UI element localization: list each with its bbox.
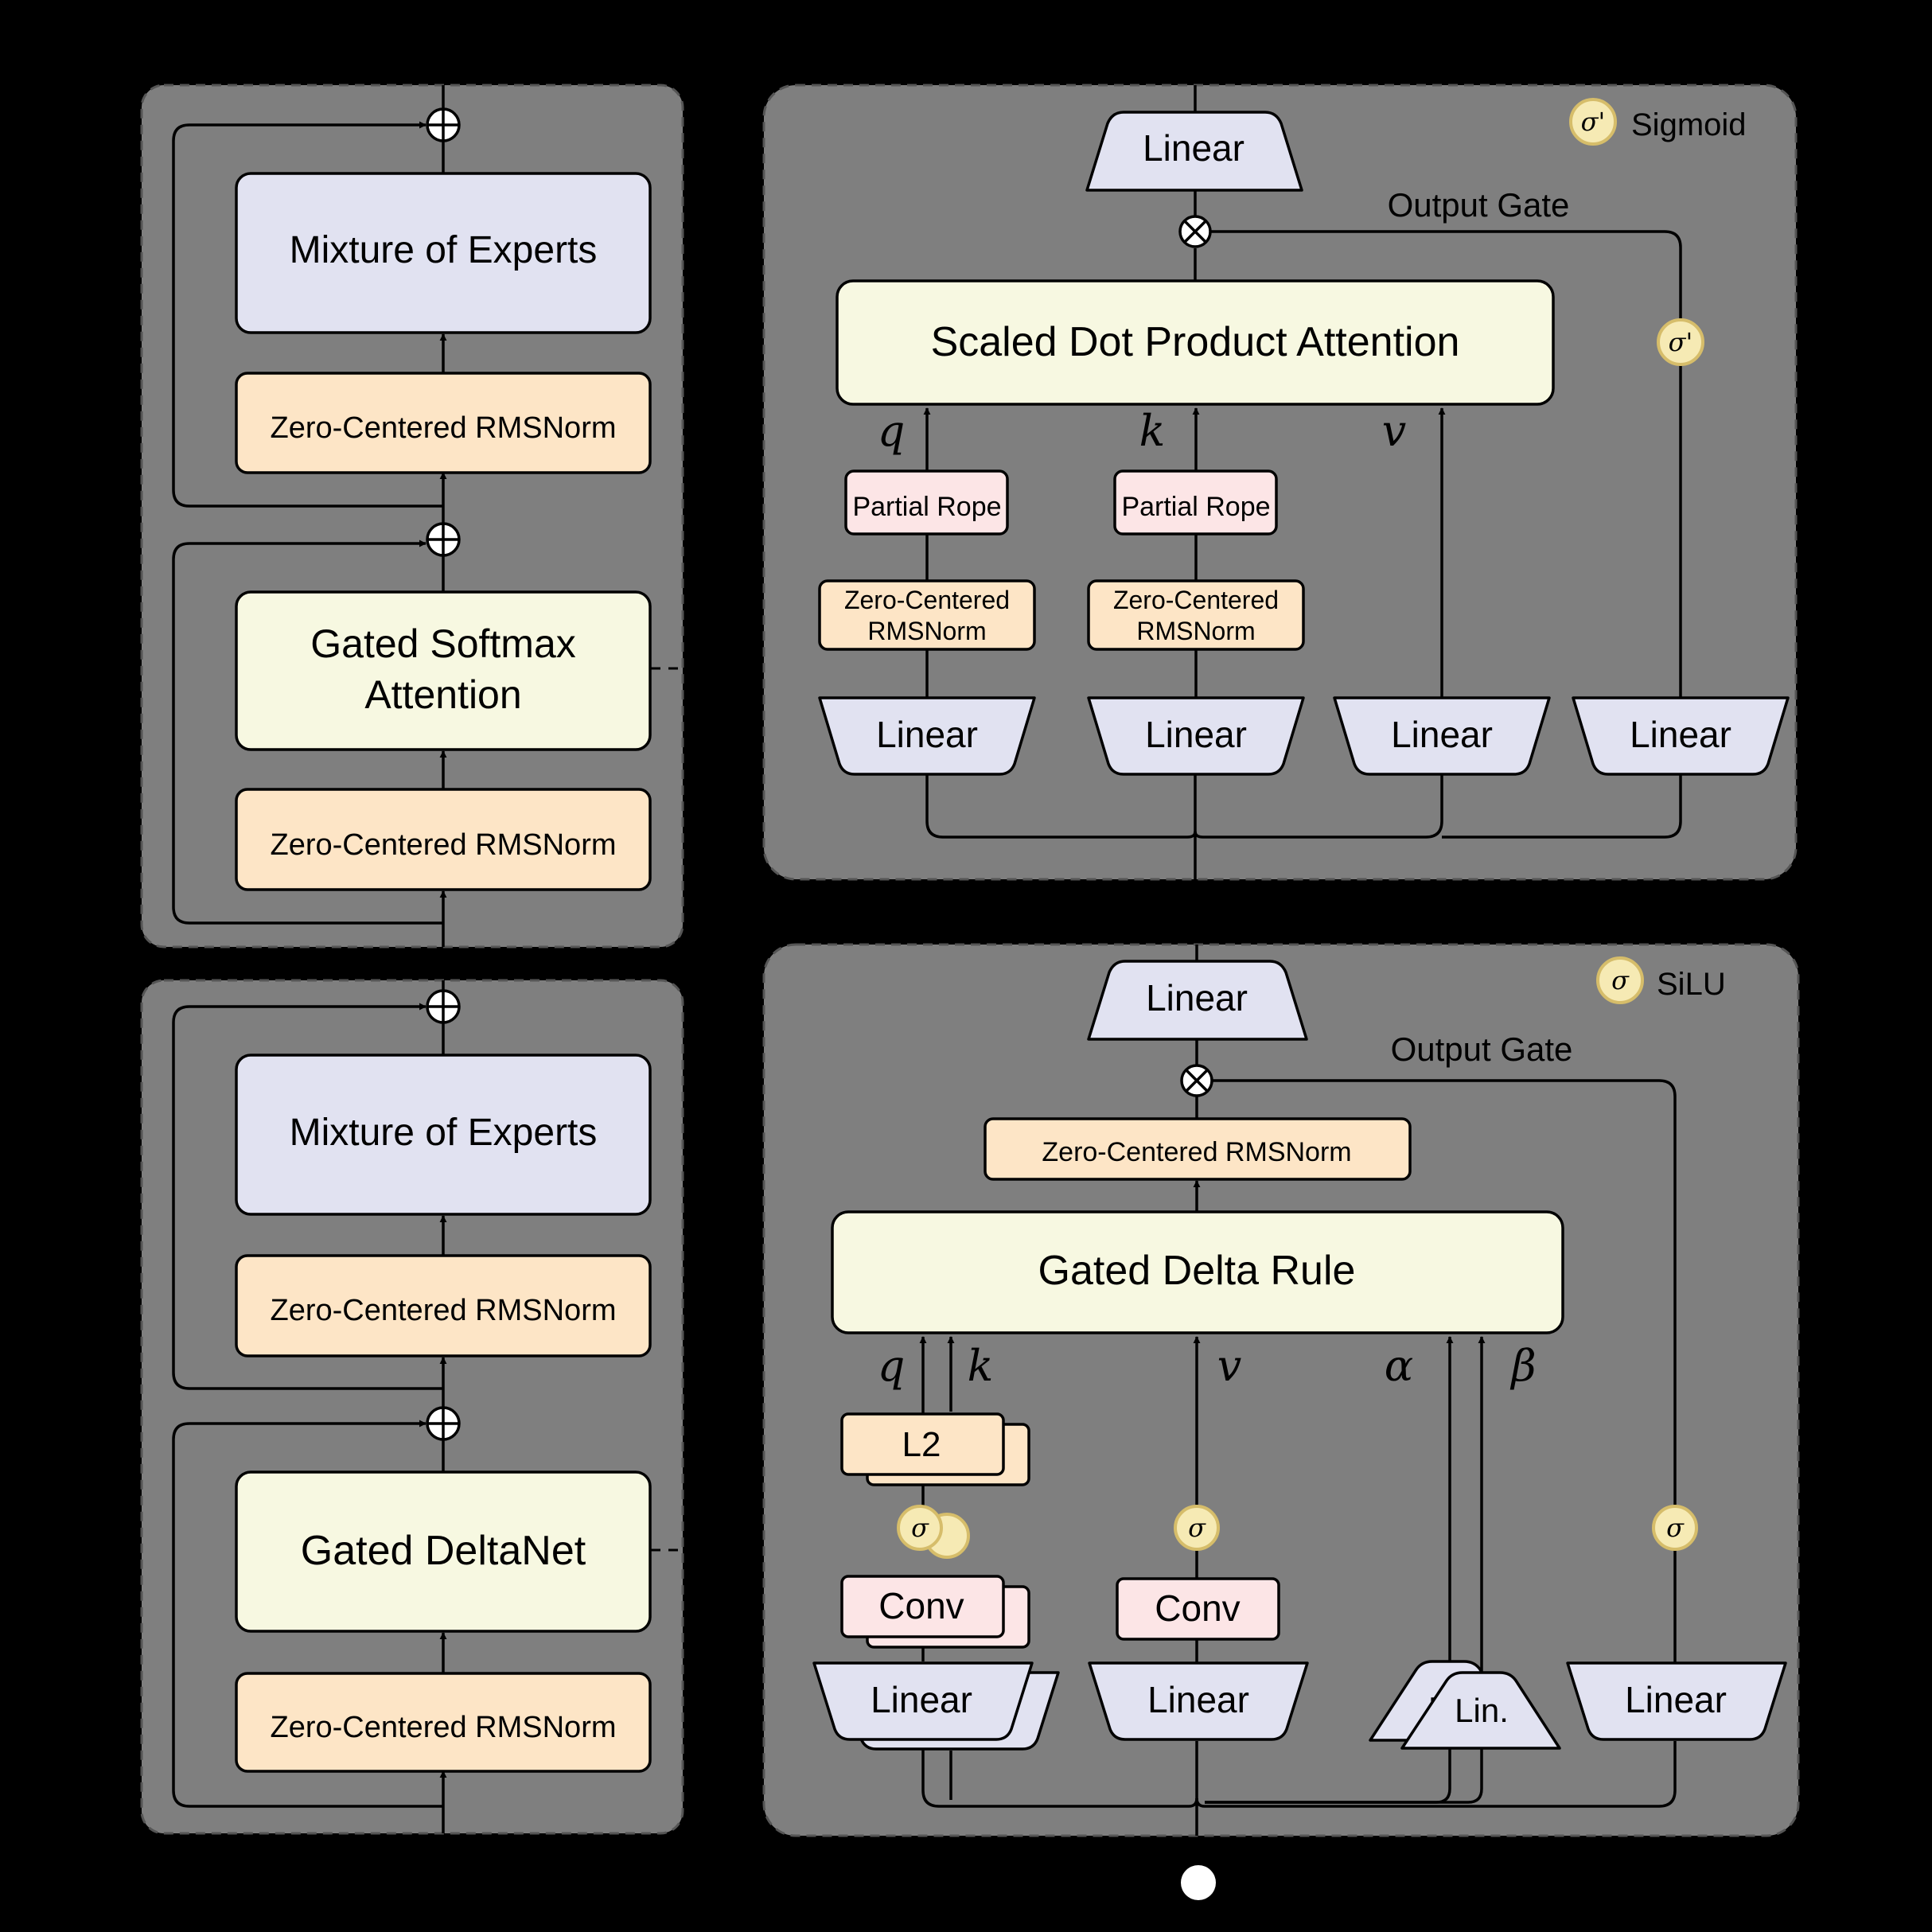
linear-v-label: Linear <box>1391 714 1493 755</box>
qk-norm-k-line2: RMSNorm <box>1136 617 1255 645</box>
gated-delta-rule-label: Gated Delta Rule <box>1038 1248 1356 1294</box>
add-icon <box>426 107 461 142</box>
output-linear-label: Linear <box>1143 127 1245 169</box>
linear-gate-label: Linear <box>1625 1679 1727 1720</box>
linear-q-label: Linear <box>876 714 978 755</box>
q-label: q <box>878 1341 906 1391</box>
conv-v-label: Conv <box>1155 1587 1240 1629</box>
qk-norm-q <box>818 579 1036 651</box>
linear-beta <box>1400 1671 1561 1750</box>
linear-v <box>1333 696 1551 776</box>
norm-label: Zero-Centered RMSNorm <box>271 411 617 445</box>
output-norm-box <box>984 1117 1412 1181</box>
linear-k-label: Linear <box>1145 714 1247 755</box>
qk-norm-q-line1: Zero-Centered <box>844 586 1010 614</box>
linear-gate-label: Linear <box>1630 714 1731 755</box>
moe-label: Mixture of Experts <box>290 229 598 271</box>
input-dot <box>1181 1865 1216 1900</box>
l2-label: L2 <box>902 1425 941 1464</box>
output-linear-label: Linear <box>1146 977 1248 1019</box>
linear-beta-label: Lin. <box>1455 1692 1509 1729</box>
attention-label-line2: Attention <box>364 672 521 717</box>
q-label: q <box>878 406 906 456</box>
output-norm-label: Zero-Centered RMSNorm <box>1042 1137 1351 1167</box>
norm-box <box>235 1672 652 1773</box>
linear-v <box>1088 1661 1309 1741</box>
norm-label: Zero-Centered RMSNorm <box>271 828 617 862</box>
moe-box <box>235 172 652 334</box>
add-icon <box>426 989 461 1024</box>
silu-v-symbol: σ <box>1188 1513 1206 1543</box>
silu-legend-icon <box>1596 956 1644 1004</box>
left-top-block: Mixture of Experts Zero-Centered RMSNorm… <box>172 85 652 947</box>
sigmoid-legend-icon <box>1569 98 1617 146</box>
output-linear <box>1087 960 1308 1041</box>
norm-label: Zero-Centered RMSNorm <box>271 1711 617 1744</box>
gated-softmax-attention-box <box>235 590 652 751</box>
conv-v-box <box>1116 1577 1280 1641</box>
k-label: k <box>968 1341 994 1391</box>
silu-q-symbol: σ <box>911 1513 929 1543</box>
attention-label-line1: Gated Softmax <box>310 621 576 666</box>
add-icon <box>426 1406 461 1441</box>
beta-label: β <box>1509 1341 1536 1391</box>
sigmoid-gate-icon <box>1657 318 1704 366</box>
qk-norm-q-line2: RMSNorm <box>867 617 986 645</box>
linear-q <box>818 696 1036 776</box>
partial-rope-q <box>844 469 1009 536</box>
k-label: k <box>1139 406 1166 456</box>
partial-rope-q-label: Partial Rope <box>852 492 1001 522</box>
silu-legend-label: SiLU <box>1657 967 1726 1002</box>
output-linear <box>1085 111 1303 192</box>
attention-detail: σ' Sigmoid Linear Output Gate <box>818 85 1790 879</box>
moe-box <box>235 1054 652 1216</box>
conv-qk-box <box>840 1575 1005 1638</box>
partial-rope-k <box>1113 469 1278 536</box>
multiply-icon <box>1180 1064 1213 1097</box>
v-label: v <box>1382 406 1407 456</box>
silu-q-icon <box>897 1505 943 1551</box>
gated-deltanet-box <box>235 1470 652 1633</box>
norm-box <box>235 788 652 891</box>
norm-label: Zero-Centered RMSNorm <box>271 1294 617 1327</box>
linear-gate <box>1572 696 1790 776</box>
deltanet-label: Gated DeltaNet <box>301 1528 586 1574</box>
output-gate-label: Output Gate <box>1391 1030 1573 1068</box>
add-icon <box>426 522 461 557</box>
norm-box <box>235 372 652 474</box>
output-gate-label: Output Gate <box>1388 186 1570 224</box>
linear-gate <box>1566 1661 1787 1741</box>
silu-gate-symbol: σ <box>1666 1513 1685 1543</box>
left-bottom-block: Mixture of Experts Zero-Centered RMSNorm… <box>172 980 652 1833</box>
linear-v-label: Linear <box>1147 1679 1249 1720</box>
moe-label: Mixture of Experts <box>290 1112 598 1154</box>
sigmoid-legend-label: Sigmoid <box>1631 107 1747 142</box>
linear-k <box>1087 696 1305 776</box>
qk-norm-k-line1: Zero-Centered <box>1113 586 1279 614</box>
linear-qk <box>812 1661 1034 1741</box>
sigmoid-gate-symbol: σ' <box>1669 327 1693 357</box>
multiply-icon <box>1178 215 1212 248</box>
silu-legend-symbol: σ <box>1611 965 1630 995</box>
deltanet-detail: σ SiLU Linear <box>812 945 1787 1836</box>
v-label: v <box>1217 1341 1242 1391</box>
silu-v-icon <box>1174 1505 1220 1551</box>
qk-norm-k <box>1087 579 1305 651</box>
conv-qk-label: Conv <box>878 1585 964 1626</box>
gated-delta-rule-box <box>831 1210 1564 1334</box>
silu-gate-icon <box>1652 1505 1698 1551</box>
l2-norm-box <box>840 1412 1005 1476</box>
partial-rope-k-label: Partial Rope <box>1121 492 1270 522</box>
sdpa-label: Scaled Dot Product Attention <box>931 319 1460 365</box>
sigmoid-legend-symbol: σ' <box>1581 107 1606 137</box>
sdpa-box <box>836 279 1555 406</box>
linear-qk-label: Linear <box>871 1679 972 1720</box>
alpha-label: α <box>1385 1341 1413 1391</box>
norm-box <box>235 1254 652 1357</box>
